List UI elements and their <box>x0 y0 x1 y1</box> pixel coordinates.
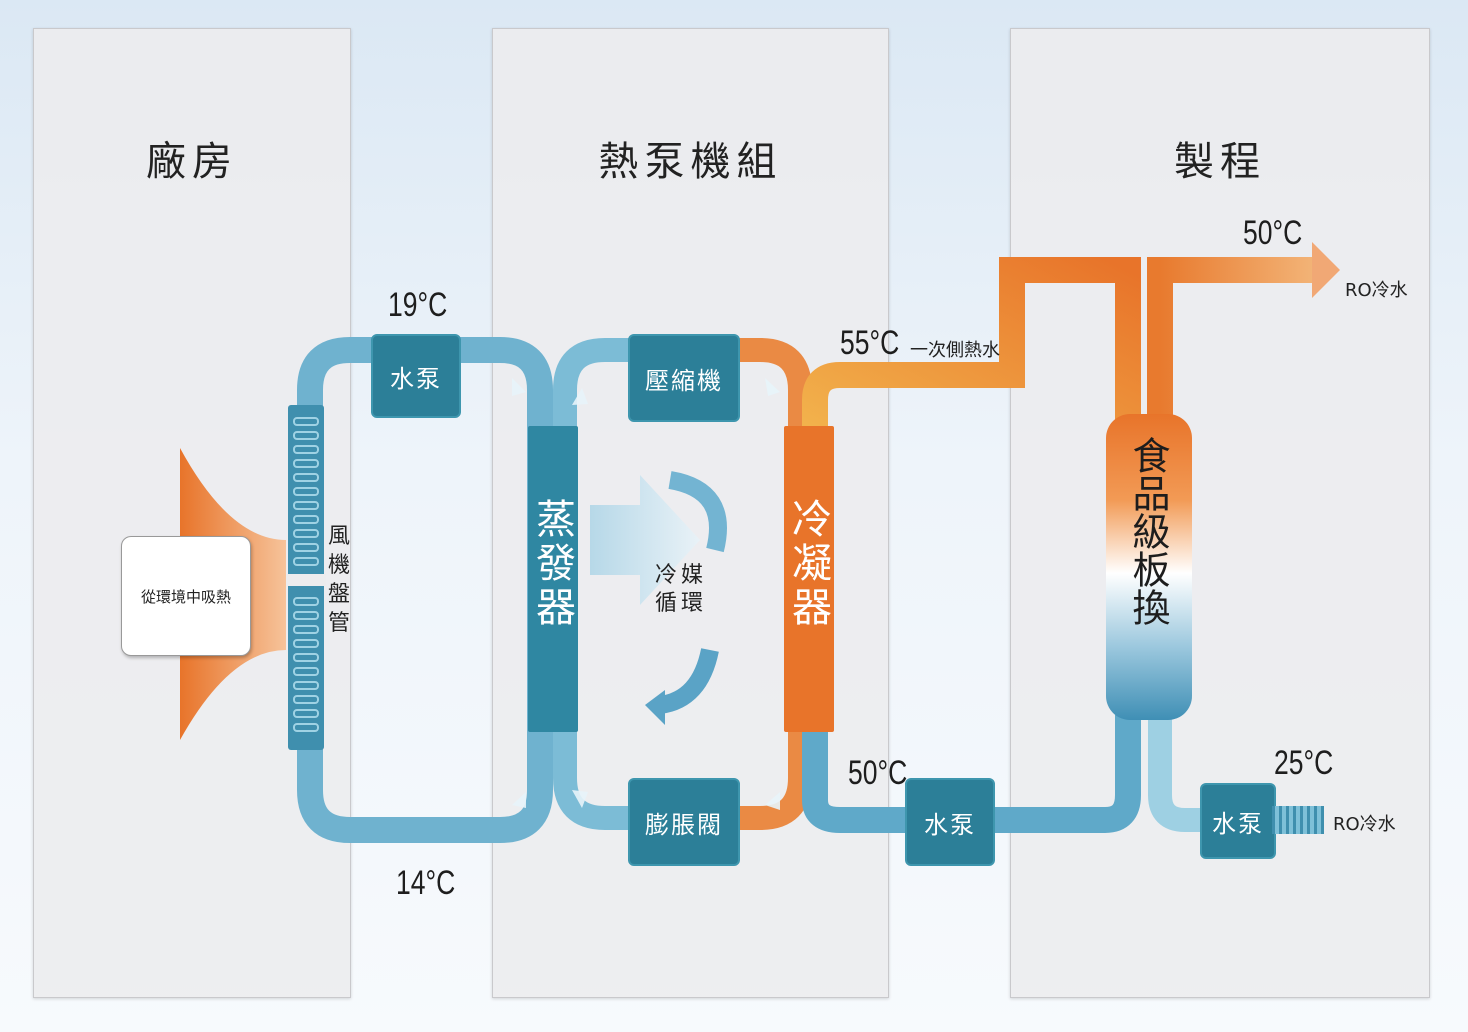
temp-50-return: 50°C <box>848 754 908 792</box>
temp-55: 55°C <box>840 324 900 362</box>
compressor: 壓縮機 <box>628 334 740 422</box>
evaporator-label: 蒸發器 <box>529 498 575 630</box>
fan-coil-gap <box>286 574 326 586</box>
plate-heat-exchanger-label: 食品級板換 <box>1126 436 1170 626</box>
refrigerant-loop-cold <box>553 338 640 830</box>
pump-right: 水泵 <box>1200 783 1276 859</box>
panel-title-process: 製程 <box>1174 139 1266 185</box>
temp-14: 14°C <box>396 864 456 902</box>
refrigerant-loop-hot <box>735 338 812 830</box>
refrigerant-cycle-label: 冷媒循環 <box>654 563 707 616</box>
output-line <box>1147 257 1320 430</box>
cycle-arc-bottom <box>658 647 719 714</box>
ro-cold-water-out-label: RO冷水 <box>1345 280 1408 301</box>
output-arrowhead <box>1312 242 1340 298</box>
temp-19: 19°C <box>388 286 448 324</box>
evaporator: 蒸發器 <box>528 426 578 732</box>
heat-absorb-note: 從環境中吸熱 <box>121 536 251 656</box>
panel-title-heat-pump: 熱泵機組 <box>598 139 783 185</box>
plate-heat-exchanger: 食品級板換 <box>1106 414 1192 720</box>
pump-left: 水泵 <box>371 334 461 418</box>
primary-hot-water-label: 一次側熱水 <box>910 340 1000 361</box>
panel-title-factory: 廠房 <box>146 139 238 185</box>
fan-coil-label: 風機盤管 <box>327 524 350 636</box>
condenser-label: 冷凝器 <box>785 498 831 630</box>
expansion-valve: 膨脹閥 <box>628 778 740 866</box>
ro-inlet-line <box>1148 715 1320 832</box>
flow-arrows <box>512 378 780 810</box>
cycle-arrowhead-bottom <box>645 690 665 725</box>
fan-coil-fins <box>293 417 319 732</box>
primary-hot-water-line <box>802 257 1141 430</box>
cycle-arc-top <box>668 471 727 553</box>
cycle-arrow-right <box>590 475 700 605</box>
ro-cold-water-in-label: RO冷水 <box>1333 814 1396 835</box>
condenser: 冷凝器 <box>784 426 834 732</box>
temp-25: 25°C <box>1274 744 1334 782</box>
ro-inlet-stripes <box>1272 806 1324 834</box>
pump-middle: 水泵 <box>905 778 995 866</box>
temp-50-out: 50°C <box>1243 214 1303 252</box>
